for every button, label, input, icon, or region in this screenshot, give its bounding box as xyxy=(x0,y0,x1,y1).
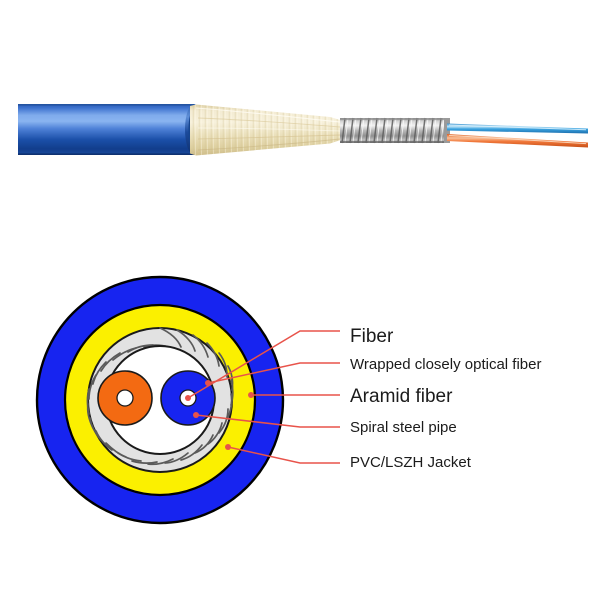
callout-dot-pvc-lszh-jacket xyxy=(225,444,231,450)
callout-label-fiber: Fiber xyxy=(350,326,394,347)
fiber-core-orange xyxy=(97,370,153,426)
pvc-lszh-jacket-body xyxy=(18,104,203,155)
callout-dot-aramid-fiber xyxy=(248,392,254,398)
optical-fiber-strands xyxy=(447,123,588,148)
callout-dot-fiber xyxy=(185,395,191,401)
callout-dot-spiral-steel-pipe xyxy=(193,412,199,418)
callout-label-aramid-fiber: Aramid fiber xyxy=(350,386,453,407)
callout-label-wrapped-closely-optical-fiber: Wrapped closely optical fiber xyxy=(350,356,541,373)
callout-aramid-fiber[interactable]: Aramid fiber xyxy=(248,386,453,407)
callout-pvc-lszh-jacket[interactable]: PVC/LSZH Jacket xyxy=(225,444,472,471)
cable-cutaway-illustration xyxy=(18,104,588,156)
cross-section-illustration xyxy=(35,275,285,525)
spiral-steel-pipe-armor xyxy=(340,117,450,144)
callout-spiral-steel-pipe[interactable]: Spiral steel pipe xyxy=(193,412,457,436)
callout-group: Fiber Wrapped closely optical fiber Aram… xyxy=(185,326,541,471)
callout-label-spiral-steel-pipe: Spiral steel pipe xyxy=(350,419,457,436)
callout-fiber[interactable]: Fiber xyxy=(185,326,394,401)
callout-wrapped-closely-optical-fiber[interactable]: Wrapped closely optical fiber xyxy=(205,356,541,386)
fiber-strand-orange xyxy=(447,134,588,148)
callout-label-pvc-lszh-jacket: PVC/LSZH Jacket xyxy=(350,454,472,471)
aramid-fiber-bundle xyxy=(190,104,342,156)
callout-dot-wrapped-closely-optical-fiber xyxy=(205,380,211,386)
fiber-strand-blue xyxy=(447,123,588,134)
